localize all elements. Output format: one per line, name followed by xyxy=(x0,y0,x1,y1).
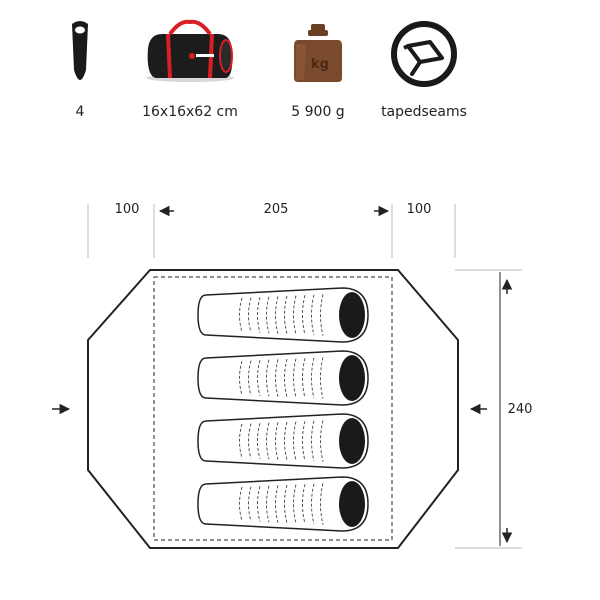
inner-length-dimension: 205 xyxy=(264,202,289,217)
quilt-line xyxy=(257,360,261,396)
quilt-line xyxy=(320,357,324,399)
sleeping-bag xyxy=(197,476,369,532)
quilt-line xyxy=(239,297,243,333)
quilt-line xyxy=(284,421,288,461)
sleeping-bag-body xyxy=(197,287,369,343)
quilt-line xyxy=(284,484,288,524)
sleeping-bag xyxy=(197,287,369,343)
quilt-line xyxy=(239,360,243,396)
sleeping-bag-hood xyxy=(339,355,365,401)
width-dimension: 240 xyxy=(508,402,533,417)
quilt-line xyxy=(293,484,297,524)
quilt-line xyxy=(311,357,315,399)
quilt-line xyxy=(284,295,288,335)
quilt-line xyxy=(302,421,306,461)
quilt-line xyxy=(284,358,288,398)
quilt-line xyxy=(248,423,252,459)
quilt-line xyxy=(311,420,315,462)
inner-tent-outline xyxy=(153,276,393,541)
weight-value: 5 900 g xyxy=(291,104,345,120)
quilt-line xyxy=(248,297,252,333)
quilt-line xyxy=(257,486,261,522)
seams-value: tapedseams xyxy=(381,104,467,120)
quilt-line xyxy=(320,483,324,525)
quilt-line xyxy=(239,423,243,459)
quilt-line xyxy=(320,420,324,462)
quilt-line xyxy=(311,483,315,525)
quilt-line xyxy=(257,423,261,459)
quilt-line xyxy=(257,297,261,333)
sleeping-bag-body xyxy=(197,413,369,469)
quilt-line xyxy=(311,294,315,336)
quilt-line xyxy=(293,358,297,398)
sleeping-bag-hood xyxy=(339,418,365,464)
quilt-line xyxy=(302,484,306,524)
sleeping-bag-body xyxy=(197,476,369,532)
sleeping-bag-body xyxy=(197,350,369,406)
quilt-line xyxy=(239,486,243,522)
duffel-bag-icon xyxy=(130,18,250,90)
quilt-line xyxy=(302,358,306,398)
right-vestibule-dimension: 100 xyxy=(407,202,432,217)
quilt-line xyxy=(248,486,252,522)
top-extension-lines xyxy=(87,204,456,258)
right-extension-lines xyxy=(455,269,522,549)
sleeping-bag-hood xyxy=(339,481,365,527)
quilt-line xyxy=(302,295,306,335)
quilt-line xyxy=(248,360,252,396)
quilt-line xyxy=(320,294,324,336)
sleeping-bag-icon xyxy=(20,18,140,90)
weight-kg-label: kg xyxy=(311,57,329,72)
taped-seams-icon xyxy=(364,18,484,90)
sleeping-bags xyxy=(197,287,369,532)
sleeping-bag xyxy=(197,350,369,406)
outer-tent-outline xyxy=(87,269,459,549)
persons-value: 4 xyxy=(75,104,85,120)
sleeping-bag-hood xyxy=(339,292,365,338)
quilt-line xyxy=(293,295,297,335)
quilt-line xyxy=(293,421,297,461)
left-vestibule-dimension: 100 xyxy=(115,202,140,217)
pack-size-value: 16x16x62 cm xyxy=(142,104,238,120)
weight-kg-icon: kg xyxy=(258,18,378,90)
sleeping-bag xyxy=(197,413,369,469)
